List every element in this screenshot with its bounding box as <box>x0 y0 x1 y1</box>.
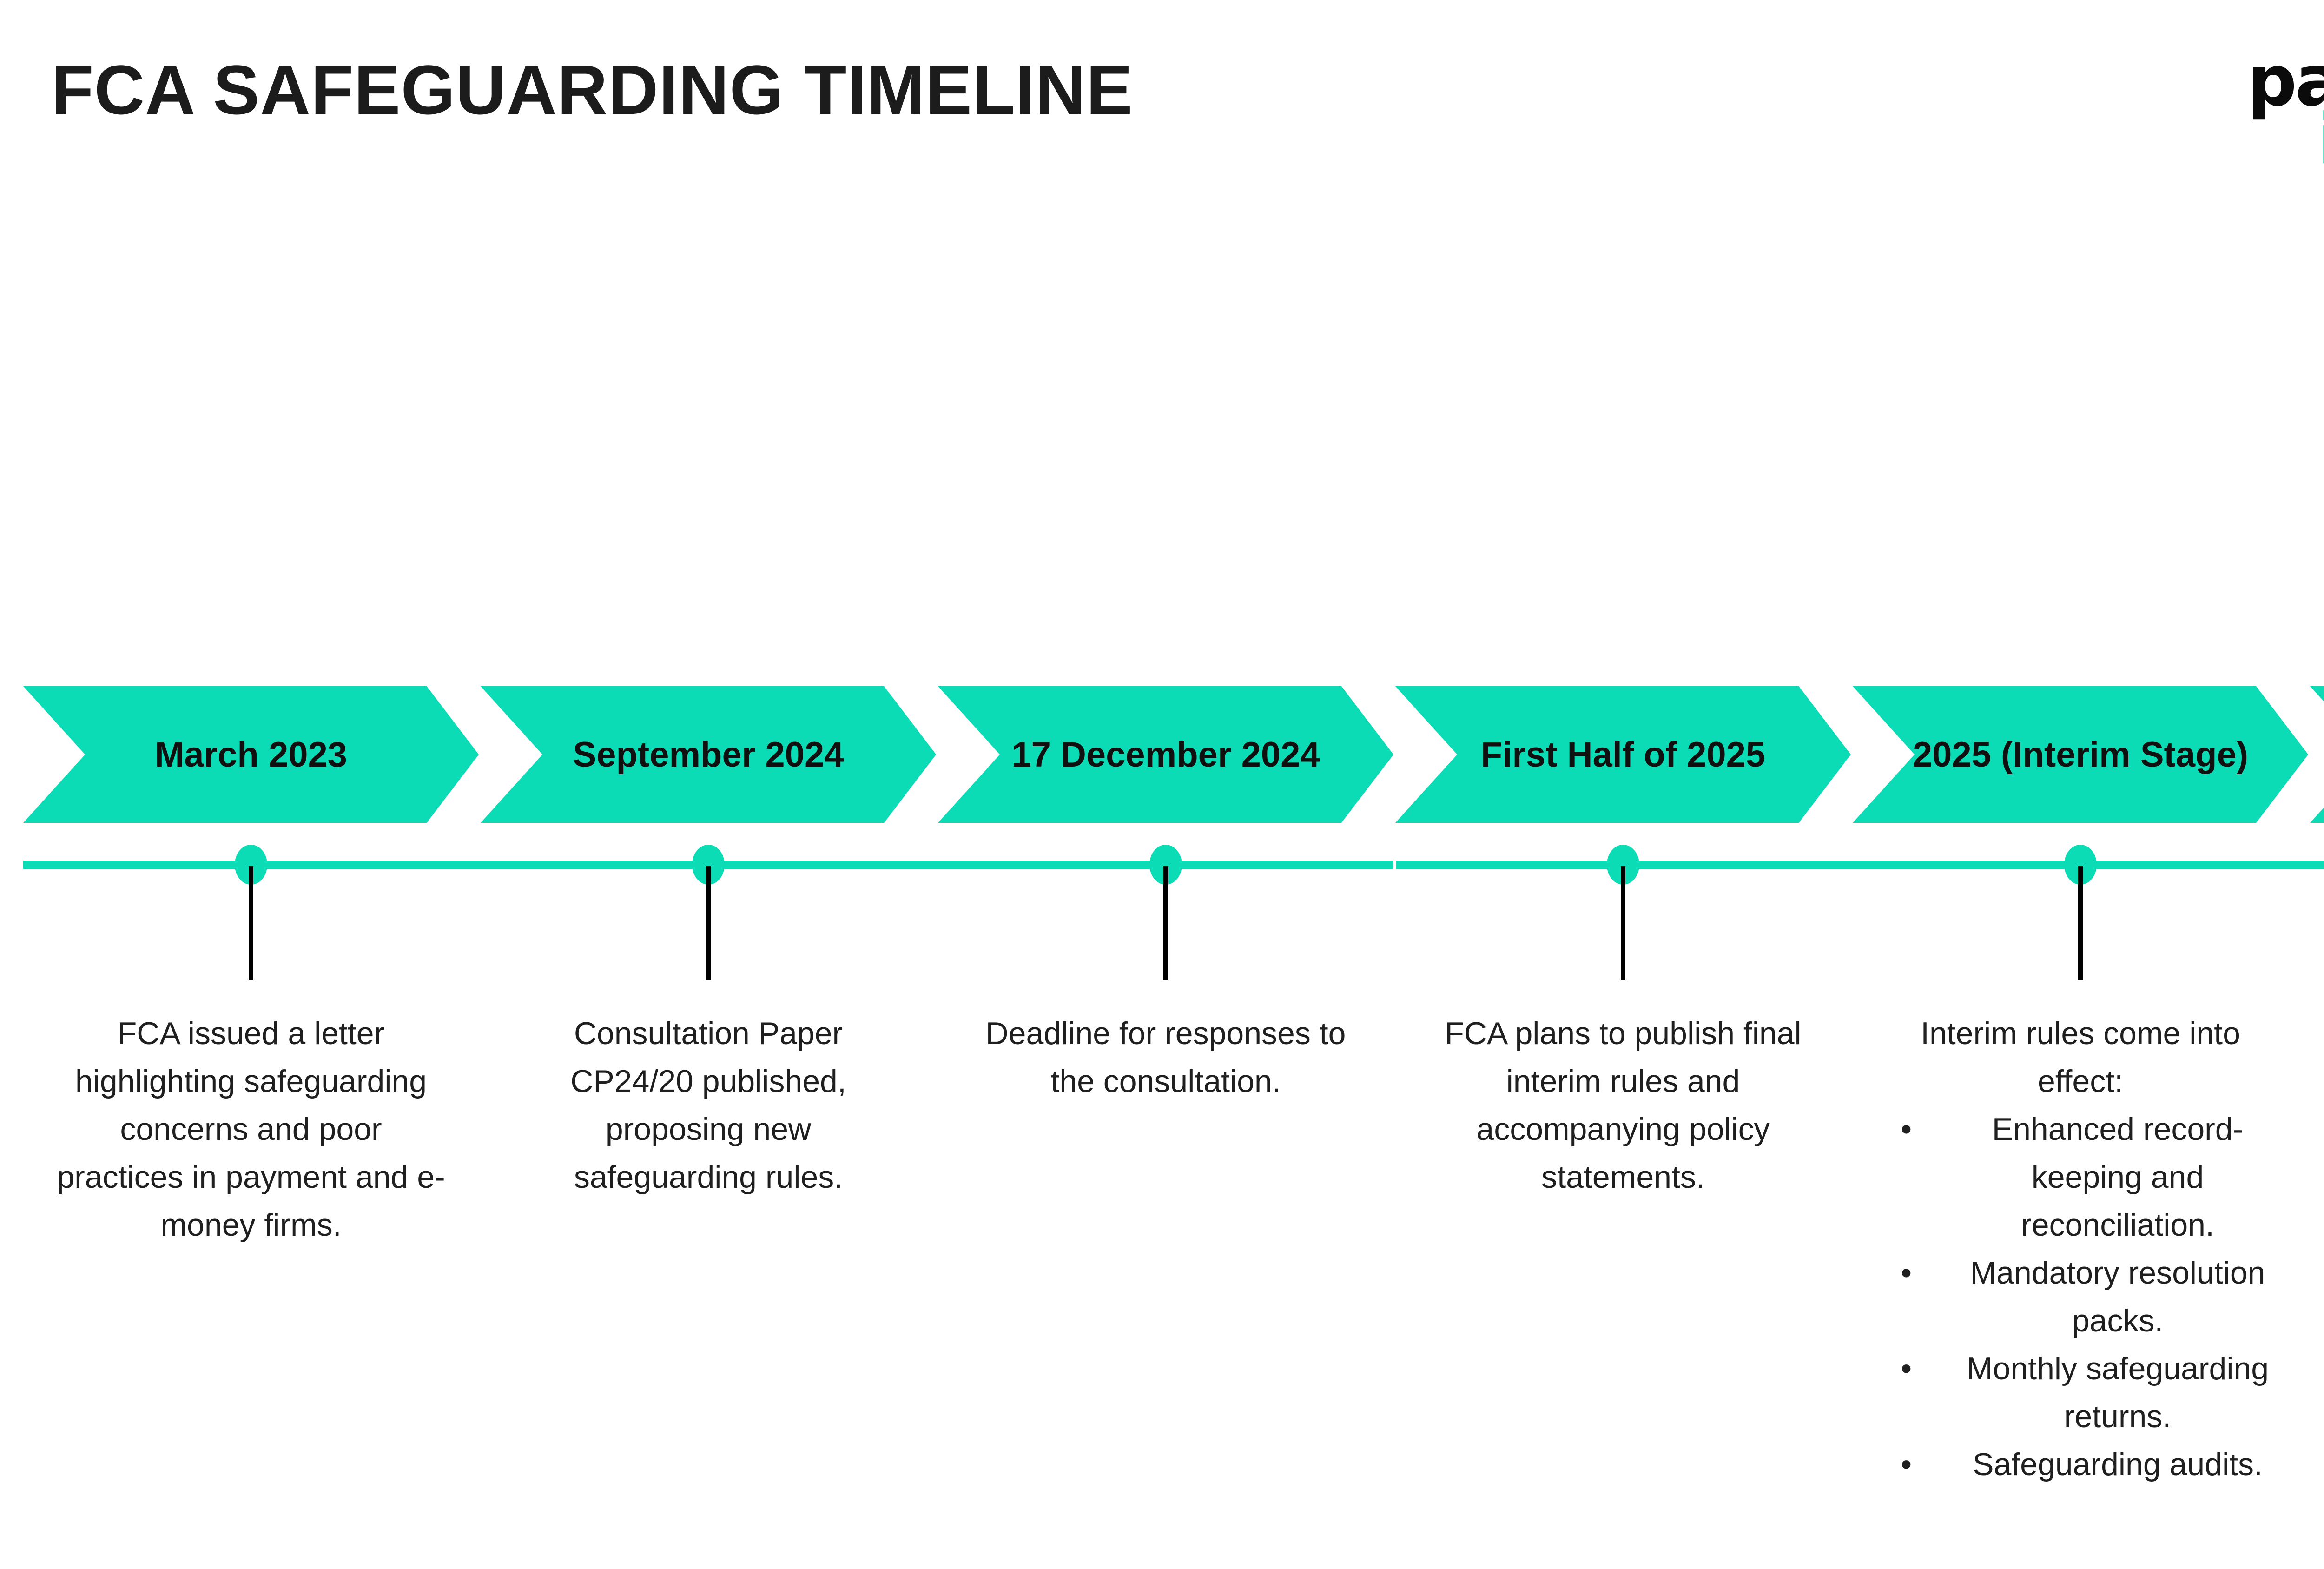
description-text: FCA issued a letter highlighting safegua… <box>57 1016 445 1243</box>
bullet-icon: • <box>2308 1106 2324 1153</box>
list-item: • Stricter segregation requirements. <box>2308 1201 2324 1297</box>
brand-logo-intelligence: intelligence <box>2247 105 2324 174</box>
milestone-stem <box>706 866 711 980</box>
milestone-stem <box>2078 866 2083 980</box>
chevron-label: First Half of 2025 <box>1480 735 1766 775</box>
milestone-description-post-2025-end-state: End-state rules to be implemented: • Sta… <box>2308 1010 2324 1441</box>
milestone-stem <box>249 866 253 980</box>
bullet-icon: • <box>1901 1112 1912 1147</box>
description-text: Consultation Paper CP24/20 published, pr… <box>570 1016 846 1195</box>
bullet-icon: • <box>2308 1297 2324 1345</box>
chevron-label: 17 December 2024 <box>1011 735 1320 775</box>
bullet-icon: • <box>1901 1255 1912 1291</box>
description-heading: Interim rules come into effect: <box>1921 1016 2240 1099</box>
chevron-first-half-2025: First Half of 2025 <box>1395 686 1851 823</box>
chevron-label: 2025 (Interim Stage) <box>1912 735 2249 775</box>
brand-logo-payments: payments <box>2247 41 2324 122</box>
milestone-description-2025-interim-stage: Interim rules come into effect: • Enhanc… <box>1850 1010 2311 1489</box>
list-item: • Monthly safeguarding returns. <box>1850 1345 2311 1441</box>
bullet-icon: • <box>2308 1201 2324 1249</box>
interim-rules-list: • Enhanced record- keeping and reconcili… <box>1850 1106 2311 1489</box>
bullet-icon: • <box>1901 1351 1912 1386</box>
page-title: FCA SAFEGUARDING TIMELINE <box>51 51 1133 129</box>
list-item-text: Mandatory resolution packs. <box>1970 1255 2265 1338</box>
bullet-icon: • <box>1901 1447 1912 1482</box>
description-text: Deadline for responses to the consultati… <box>985 1016 1346 1099</box>
chevron-17-december-2024: 17 December 2024 <box>938 686 1393 823</box>
chevron-label: March 2023 <box>154 735 348 775</box>
list-item-text: Enhanced record- keeping and reconciliat… <box>1992 1112 2244 1243</box>
chevron-2025-interim-stage: 2025 (Interim Stage) <box>1853 686 2308 823</box>
end-state-rules-list: • Statutory trust imposed on safeguarded… <box>2308 1106 2324 1441</box>
list-item: • Enhanced record- keeping and reconcili… <box>1850 1106 2311 1249</box>
description-heading: End-state rules to be implemented: <box>2308 1010 2324 1106</box>
description-text: FCA plans to publish final interim rules… <box>1445 1016 1802 1195</box>
list-item: • Statutory trust imposed on safeguarded… <box>2308 1106 2324 1201</box>
chevron-post-2025-end-state: Post 2025 (End-State) <box>2310 686 2324 823</box>
chevron-label: September 2024 <box>573 735 844 775</box>
milestone-description-march-2023: FCA issued a letter highlighting safegua… <box>21 1010 481 1249</box>
chevron-september-2024: September 2024 <box>481 686 936 823</box>
list-item: • Safeguarding audits. <box>1850 1441 2311 1489</box>
list-item: • Mandatory resolution packs. <box>1850 1249 2311 1345</box>
milestone-description-17-december-2024: Deadline for responses to the consultati… <box>936 1010 1396 1106</box>
milestone-description-september-2024: Consultation Paper CP24/20 published, pr… <box>478 1010 938 1201</box>
list-item-text: Monthly safeguarding returns. <box>1966 1351 2269 1434</box>
milestone-description-first-half-2025: FCA plans to publish final interim rules… <box>1393 1010 1853 1201</box>
list-item-text: Safeguarding audits. <box>1973 1447 2263 1482</box>
milestone-stem <box>1621 866 1625 980</box>
timeline-bar-right <box>1396 861 2324 869</box>
brand-logo: payments intelligence <box>2247 46 2324 174</box>
milestone-stem <box>1163 866 1168 980</box>
list-item: • Full transition to a CASS-style safegu… <box>2308 1297 2324 1441</box>
chevron-march-2023: March 2023 <box>23 686 479 823</box>
